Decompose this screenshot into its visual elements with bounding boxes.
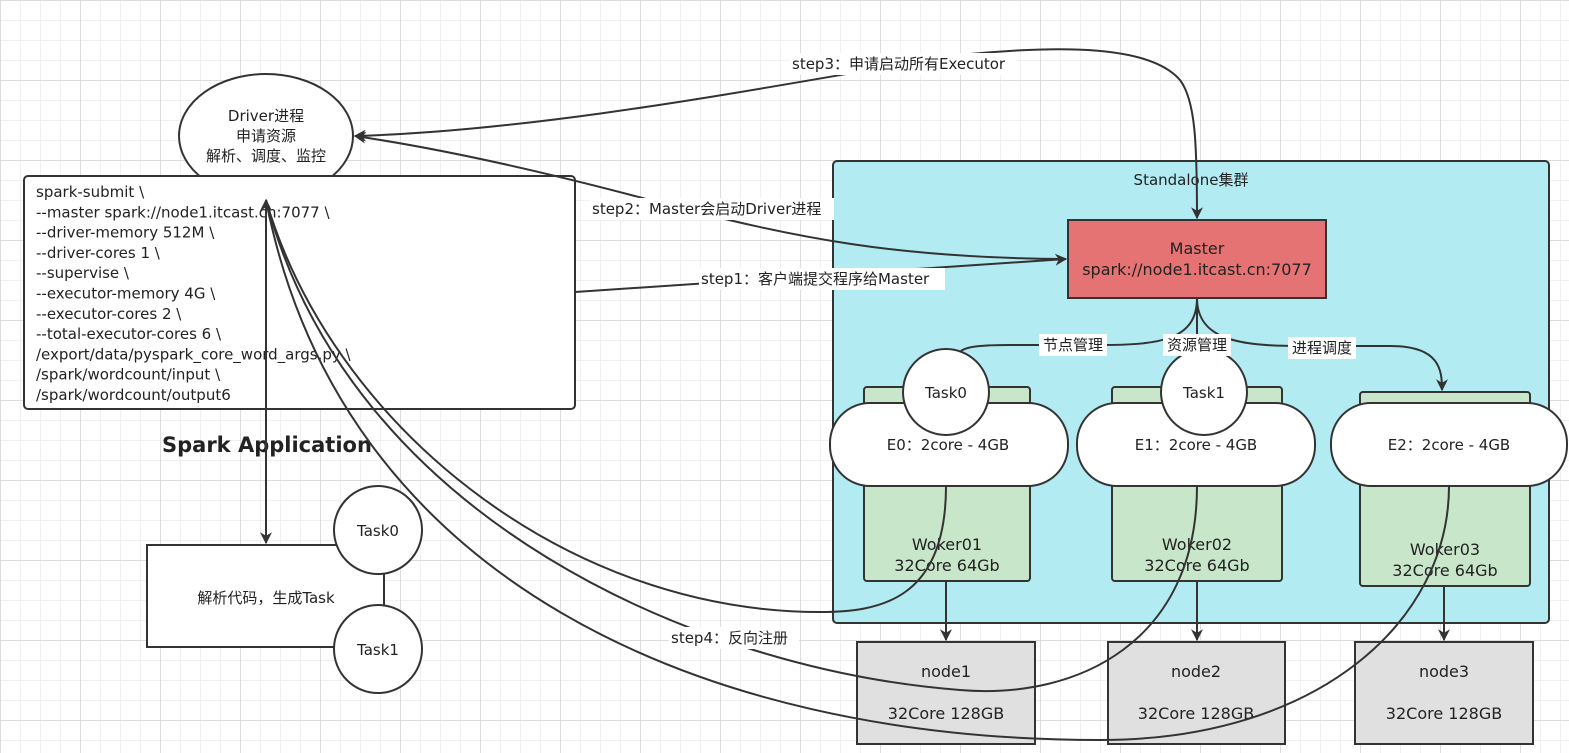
spark-submit-line: /spark/wordcount/input \ xyxy=(36,366,221,384)
executor-e1-label: E1：2core - 4GB xyxy=(1135,436,1257,454)
master-title: Master xyxy=(1170,239,1225,258)
step3-label: step3：申请启动所有Executor xyxy=(792,55,1006,73)
driver-line2: 申请资源 xyxy=(236,127,296,145)
node1-spec: 32Core 128GB xyxy=(888,704,1004,723)
step1-label: step1：客户端提交程序给Master xyxy=(701,270,930,288)
node2-spec: 32Core 128GB xyxy=(1138,704,1254,723)
spark-submit-line: spark-submit \ xyxy=(36,183,145,201)
step4-curve-e1 xyxy=(265,199,1198,692)
worker-01-name: Woker01 xyxy=(912,535,982,554)
spark-submit-line: --executor-cores 2 \ xyxy=(36,305,182,323)
step2-label: step2：Master会启动Driver进程 xyxy=(592,200,821,218)
resource-mgmt-label: 资源管理 xyxy=(1167,336,1227,354)
executor-e0-label: E0：2core - 4GB xyxy=(887,436,1009,454)
node3-name: node3 xyxy=(1419,662,1469,681)
node1-name: node1 xyxy=(921,662,971,681)
master-url: spark://node1.itcast.cn:7077 xyxy=(1082,260,1312,279)
step4-label: step4：反向注册 xyxy=(671,629,788,647)
parse-code-label: 解析代码，生成Task xyxy=(197,589,335,607)
node3-box xyxy=(1354,641,1534,745)
step4-curve-e2 xyxy=(265,199,1450,742)
master-box xyxy=(1067,219,1327,299)
driver-line1: Driver进程 xyxy=(228,107,304,125)
worker-03-name: Woker03 xyxy=(1410,540,1480,559)
node1-box xyxy=(856,641,1036,745)
process-sched-label: 进程调度 xyxy=(1292,339,1352,357)
task0-app-label: Task0 xyxy=(356,522,399,540)
task1-circle-app xyxy=(333,604,423,694)
spark-submit-line: --executor-memory 4G \ xyxy=(36,285,216,303)
step3-arrow xyxy=(353,48,1203,220)
spark-submit-line: --total-executor-cores 6 \ xyxy=(36,325,222,343)
task0-circle-app xyxy=(333,485,423,575)
spark-submit-line: --supervise \ xyxy=(36,264,130,282)
node-mgmt-label: 节点管理 xyxy=(1043,336,1103,354)
node2-name: node2 xyxy=(1171,662,1221,681)
cluster-title: Standalone集群 xyxy=(1134,171,1249,189)
task0-e0-label: Task0 xyxy=(924,384,967,402)
task1-e1-label: Task1 xyxy=(1182,384,1225,402)
worker-03-spec: 32Core 64Gb xyxy=(1392,561,1497,580)
spark-submit-line: --master spark://node1.itcast.cn:7077 \ xyxy=(36,203,330,221)
worker-01-spec: 32Core 64Gb xyxy=(894,556,999,575)
node2-box xyxy=(1107,641,1286,745)
node-mgmt-connector xyxy=(959,297,1198,353)
spark-submit-command: spark-submit \ --master spark://node1.itc… xyxy=(36,183,352,404)
executor-e2-label: E2：2core - 4GB xyxy=(1388,436,1510,454)
spark-submit-line: --driver-cores 1 \ xyxy=(36,244,161,262)
spark-submit-line: /export/data/pyspark_core_word_args.py \ xyxy=(36,345,352,364)
task0-circle-e0 xyxy=(902,348,990,436)
driver-line3: 解析、调度、监控 xyxy=(206,147,326,165)
spark-submit-line: /spark/wordcount/output6 xyxy=(36,386,231,404)
spark-submit-line: --driver-memory 512M \ xyxy=(36,224,215,242)
worker-02-spec: 32Core 64Gb xyxy=(1144,556,1249,575)
node3-spec: 32Core 128GB xyxy=(1386,704,1502,723)
worker-02-name: Woker02 xyxy=(1162,535,1232,554)
task1-app-label: Task1 xyxy=(356,641,399,659)
step4-curve-e0 xyxy=(265,199,947,614)
